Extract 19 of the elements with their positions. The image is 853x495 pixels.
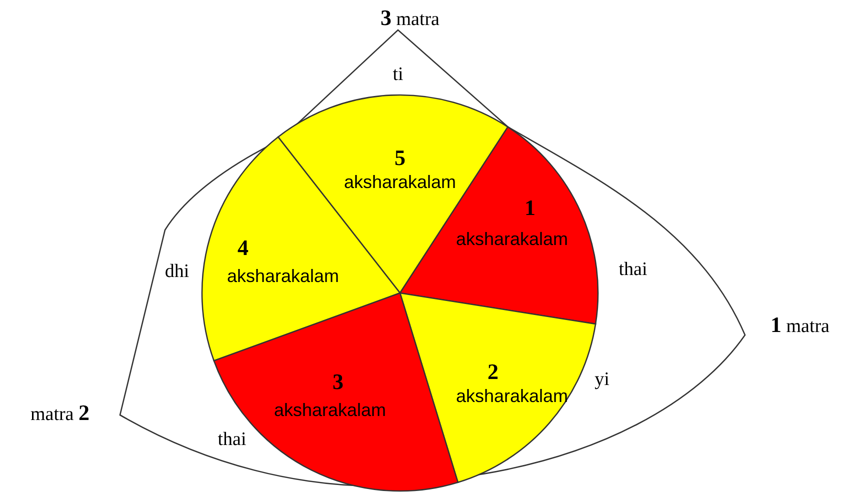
slice-number: 5: [394, 145, 406, 170]
slice-label: aksharakalam: [456, 386, 568, 406]
slice-number: 1: [524, 195, 536, 220]
beat-count-label: 1 matra: [770, 312, 830, 338]
syllable-label: thai: [618, 259, 648, 281]
slice-number: 3: [332, 369, 344, 394]
syllable-label: ti: [392, 64, 404, 86]
slice-label: aksharakalam: [274, 400, 386, 420]
slice-number: 2: [488, 359, 498, 384]
pie-slice: [399, 292, 596, 483]
beat-count-label: 3 matra: [380, 5, 440, 31]
syllable-label: yi: [594, 369, 610, 391]
syllable-label: dhi: [164, 261, 190, 283]
syllable-label: thai: [218, 429, 246, 451]
slice-label: aksharakalam: [344, 172, 456, 192]
beat-count-label: matra 2: [30, 400, 90, 426]
slice-number: 4: [238, 235, 248, 260]
slice-label: aksharakalam: [456, 228, 568, 249]
slice-label: aksharakalam: [226, 266, 340, 286]
